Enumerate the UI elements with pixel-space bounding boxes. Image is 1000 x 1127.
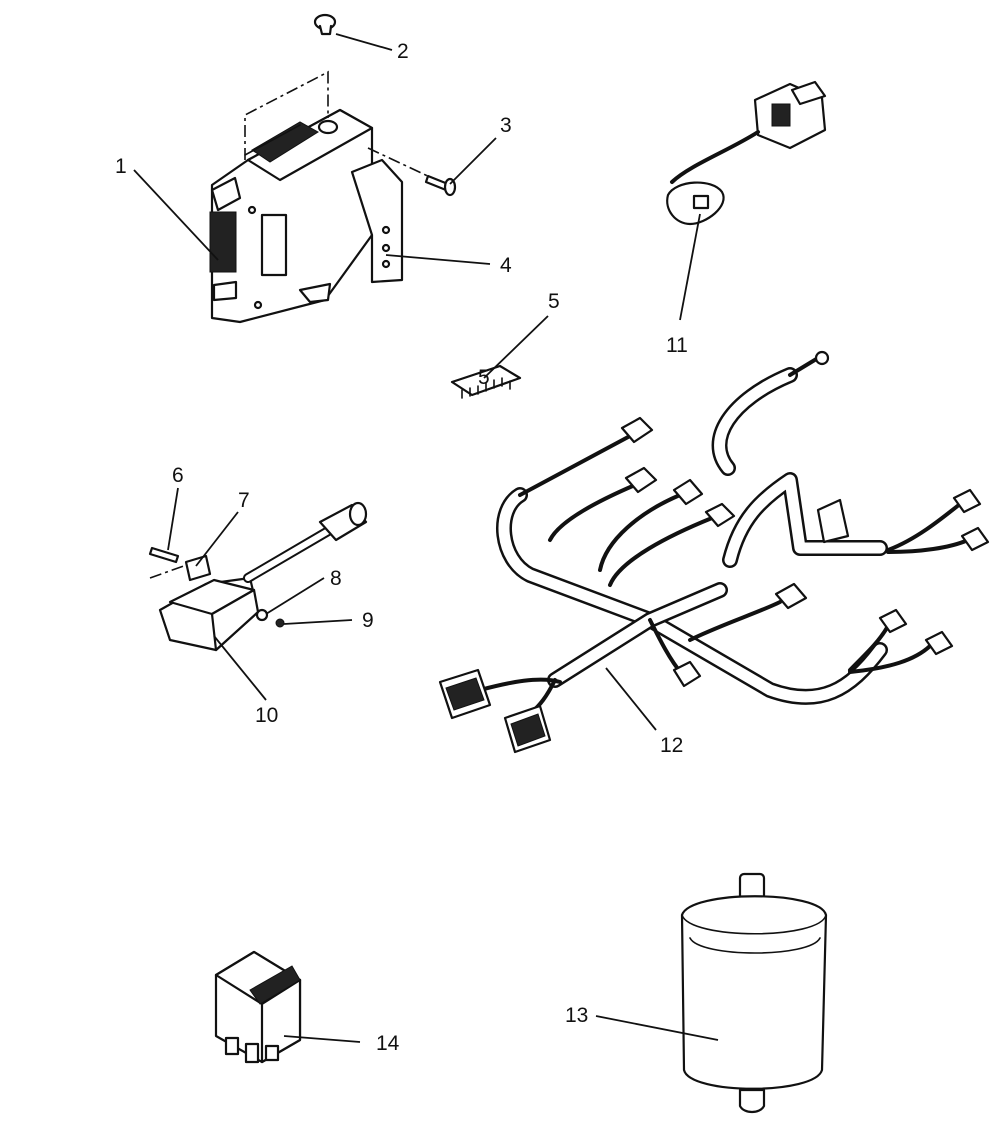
callout-14: 14 [376, 1032, 400, 1055]
callout-13: 13 [565, 1004, 588, 1027]
callout-12: 12 [660, 734, 683, 757]
callout-4: 4 [500, 254, 512, 277]
ecu-module [209, 108, 404, 324]
leader-3 [449, 137, 497, 185]
callout-9: 9 [362, 609, 374, 632]
callout-2: 2 [397, 40, 409, 63]
switch-assembly-10 [158, 501, 368, 652]
wiring-harness-12 [438, 350, 990, 754]
leader-8 [265, 577, 325, 615]
assembly-line-screw-3 [367, 147, 433, 179]
callout-7: 7 [238, 489, 250, 512]
relay-14 [214, 950, 302, 1064]
assembly-line-screw-2 [244, 70, 329, 160]
leader-6 [167, 487, 179, 551]
leader-9 [283, 619, 353, 625]
callout-8: 8 [330, 567, 342, 590]
screw-2 [313, 13, 337, 36]
callout-3: 3 [500, 114, 512, 137]
leader-2 [335, 33, 393, 51]
screw-6 [148, 546, 180, 564]
leader-14 [283, 1035, 361, 1043]
leader-7 [195, 511, 239, 567]
callout-11: 11 [666, 334, 688, 357]
leader-1 [133, 169, 219, 261]
leader-11 [679, 213, 701, 321]
callout-1: 1 [115, 155, 127, 178]
clip-7 [184, 554, 212, 582]
nut-9 [275, 618, 285, 628]
sensor-11 [666, 80, 827, 226]
leader-4 [385, 254, 491, 265]
leader-12 [605, 667, 657, 731]
fuel-filter-13 [680, 872, 828, 1114]
leader-5 [483, 315, 549, 379]
washer-8 [255, 608, 269, 622]
chip-5: 5 [450, 364, 522, 399]
callout-10: 10 [255, 704, 278, 727]
leader-13 [595, 1015, 719, 1041]
callout-5: 5 [548, 290, 560, 313]
leader-10 [213, 635, 267, 701]
bolt-3 [424, 174, 457, 197]
callout-6: 6 [172, 464, 184, 487]
